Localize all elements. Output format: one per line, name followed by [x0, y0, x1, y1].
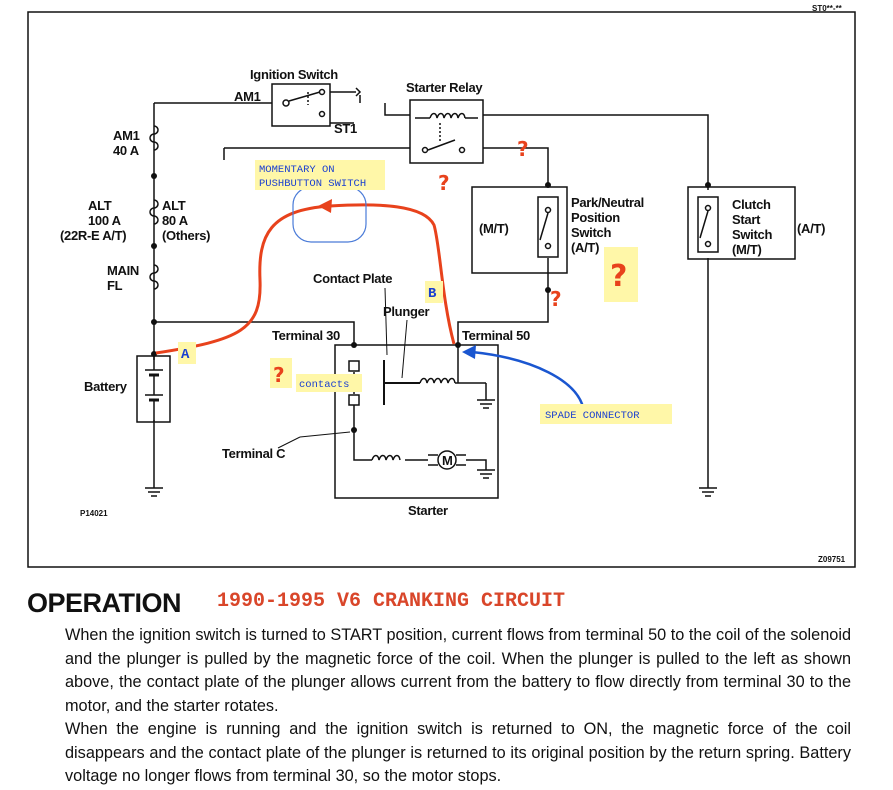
park-neutral-switch — [471, 186, 568, 274]
ignition-switch — [271, 83, 362, 127]
motor-label: M — [442, 453, 453, 468]
contact-plate-label: Contact Plate — [313, 271, 392, 286]
operation-heading: OPERATION — [27, 588, 182, 618]
question-mark-park: ? — [550, 287, 562, 311]
alt-right-label: ALT — [162, 198, 186, 213]
ground-symbols — [145, 399, 717, 497]
fuses — [149, 125, 159, 290]
spade-connector-arrow — [471, 350, 586, 413]
clutch-start-switch — [687, 186, 796, 260]
clutch-label-3: Switch — [732, 227, 772, 242]
main-fl-label-1: MAIN — [107, 263, 139, 278]
terminal-30-label: Terminal 30 — [272, 328, 340, 343]
at-label: (A/T) — [797, 221, 825, 236]
starter-relay — [409, 99, 484, 164]
am1-fuse-amps: 40 A — [113, 143, 140, 158]
cranking-circuit-diagram: ST0**-** — [27, 4, 856, 568]
plunger-label: Plunger — [383, 304, 430, 319]
clutch-label-4: (M/T) — [732, 242, 762, 257]
momentary-annotation-1: MOMENTARY ON — [259, 164, 335, 176]
alt-right-note: (Others) — [162, 228, 210, 243]
starter-assembly — [334, 344, 499, 499]
st1-label: ST1 — [334, 121, 357, 136]
pushbutton-circle — [292, 186, 367, 243]
alt-right-amps: 80 A — [162, 213, 189, 228]
clutch-label-2: Start — [732, 212, 761, 227]
paragraph-2: When the engine is running and the ignit… — [65, 720, 851, 785]
operation-description: When the ignition switch is turned to ST… — [65, 624, 851, 789]
point-b-label: B — [428, 286, 437, 302]
mt-label: (M/T) — [479, 221, 509, 236]
park-neutral-label-2: Position — [571, 210, 620, 225]
alt-left-label: ALT — [88, 198, 112, 213]
battery-label: Battery — [84, 379, 128, 394]
am1-fuse-label: AM1 — [113, 128, 140, 143]
red-arrowhead — [318, 199, 332, 213]
starter-label: Starter — [408, 503, 448, 518]
question-mark-relay: ? — [438, 171, 450, 195]
park-neutral-label-3: Switch — [571, 225, 611, 240]
momentary-annotation-2: PUSHBUTTON SWITCH — [259, 178, 366, 190]
terminal-50-label: Terminal 50 — [462, 328, 530, 343]
diagram-frame — [27, 11, 856, 568]
ignition-switch-label: Ignition Switch — [250, 67, 338, 82]
circuit-subtitle: 1990-1995 V6 CRANKING CIRCUIT — [217, 590, 566, 613]
wiring — [153, 95, 709, 488]
spade-connector-annotation: SPADE CONNECTOR — [545, 410, 640, 422]
question-mark-large: ? — [610, 259, 627, 294]
red-wire-annotation — [155, 203, 456, 355]
starter-relay-label: Starter Relay — [406, 80, 483, 95]
main-fl-label-2: FL — [107, 278, 123, 293]
yellow-highlights — [178, 160, 672, 424]
battery-symbol — [136, 355, 171, 423]
diagram-code-left: P14021 — [80, 509, 108, 518]
question-mark-relay-right: ? — [517, 137, 529, 161]
point-a-label: A — [181, 347, 190, 363]
clutch-label-1: Clutch — [732, 197, 771, 212]
plunger-leader — [277, 287, 408, 449]
blue-arrowhead — [462, 345, 476, 359]
question-mark-contacts: ? — [273, 363, 285, 387]
am1-switch-label: AM1 — [234, 89, 261, 104]
paragraph-1: When the ignition switch is turned to ST… — [65, 626, 851, 715]
park-neutral-label-1: Park/Neutral — [571, 195, 644, 210]
diagram-code-top: ST0**-** — [812, 4, 843, 13]
alt-left-amps: 100 A — [88, 213, 122, 228]
park-neutral-label-4: (A/T) — [571, 240, 599, 255]
alt-left-note: (22R-E A/T) — [60, 228, 126, 243]
diagram-code-right: Z09751 — [818, 555, 846, 564]
contacts-annotation: contacts — [299, 379, 349, 391]
terminal-c-label: Terminal C — [222, 446, 286, 461]
